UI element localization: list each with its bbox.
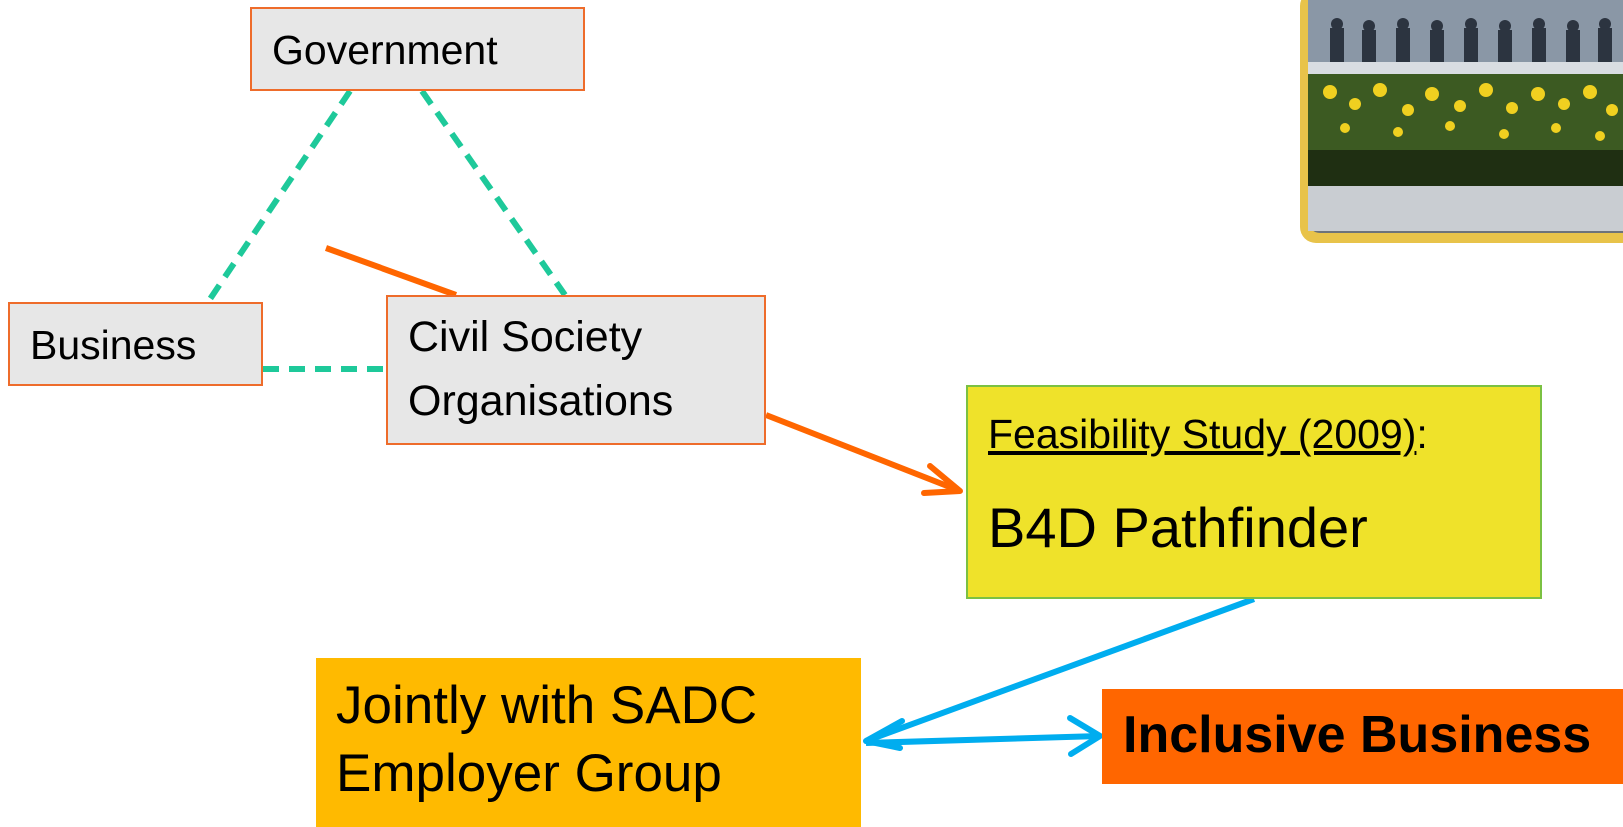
feasibility-heading-row: Feasibility Study (2009): <box>988 409 1520 459</box>
civil-society-node: Civil Society Organisations <box>386 295 766 445</box>
link-government-business <box>205 89 353 304</box>
feasibility-heading: Feasibility Study (2009) <box>988 411 1417 457</box>
blue-arrow-sadc-to-inclusive <box>865 733 1101 746</box>
orange-arrowhead-icon <box>921 463 963 496</box>
orange-arrow-segment-start <box>324 245 458 298</box>
feasibility-colon: : <box>1416 411 1428 457</box>
orange-arrow-segment-end <box>764 412 962 494</box>
civil-society-label-line1: Civil Society <box>408 313 643 361</box>
sadc-label-line1: Jointly with SADC <box>336 676 758 735</box>
government-node: Government <box>250 7 585 91</box>
blue-arrow-feasibility-to-sadc <box>864 596 1256 744</box>
sadc-node: Jointly with SADC Employer Group <box>316 658 861 827</box>
link-government-cso <box>419 89 568 297</box>
civil-society-label-line2: Organisations <box>408 377 674 425</box>
conference-photo-icon <box>1300 0 1623 243</box>
inclusive-business-node: Inclusive Business <box>1102 689 1623 784</box>
feasibility-study-node: Feasibility Study (2009): B4D Pathfinder <box>966 385 1542 599</box>
feasibility-title: B4D Pathfinder <box>988 496 1368 559</box>
sadc-label-line2: Employer Group <box>336 744 722 803</box>
government-label: Government <box>272 27 498 73</box>
business-node: Business <box>8 302 263 386</box>
blue-arrowhead-inclusive-icon <box>1067 715 1103 757</box>
inclusive-business-label: Inclusive Business <box>1123 706 1592 764</box>
business-label: Business <box>30 322 197 368</box>
